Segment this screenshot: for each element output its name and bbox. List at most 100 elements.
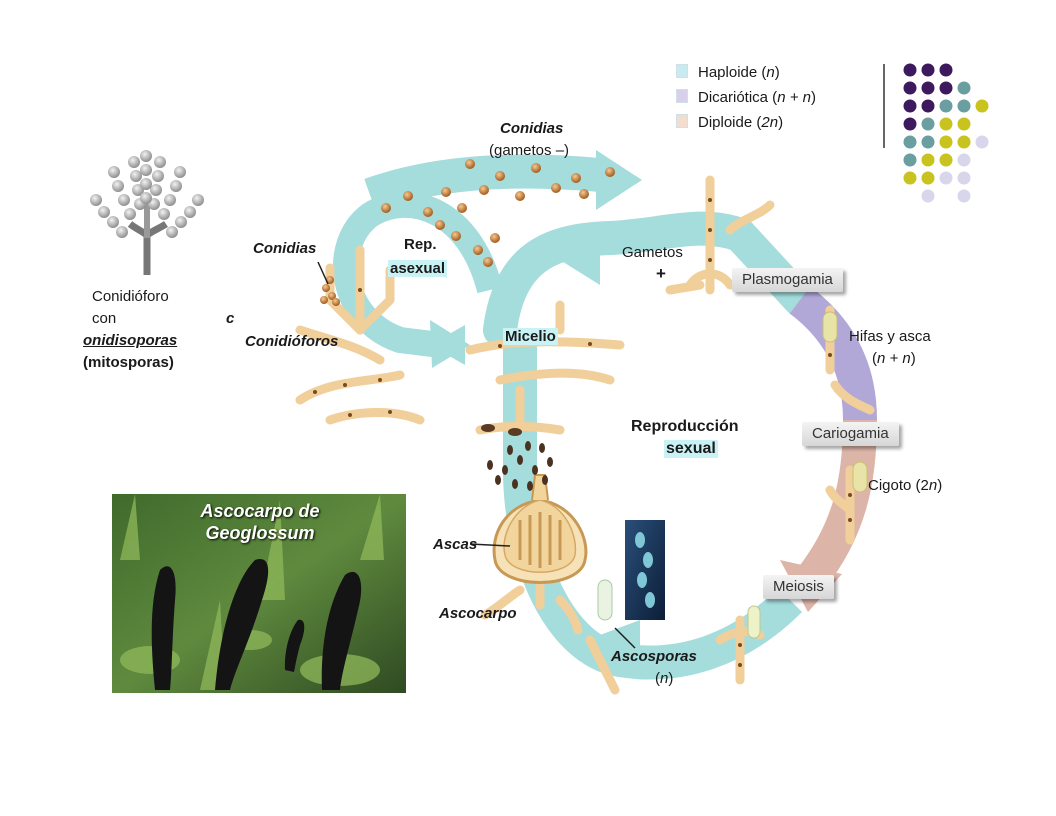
decorative-dot [903,99,917,113]
label-conidias-left: Conidias [253,240,317,257]
legend-diploid-var: 2n [761,114,779,131]
asexual-cycle-loop [333,150,642,368]
hifas-paren-open: ( [872,350,877,367]
ascosporas-paren-close: ) [668,670,674,687]
legend-diploid-text: Diploide ( [698,114,762,131]
stage-plasmogamia: Plasmogamia [732,268,843,292]
decorative-dot [903,81,917,95]
decorative-dot [975,135,989,149]
photo-title-line2: Geoglossum [205,523,315,543]
conidia-arrow-band [364,154,602,212]
decorative-dot [939,99,953,113]
cigoto-var: n [928,477,938,494]
label-cigoto: Cigoto (2n) [868,477,942,494]
decorative-dot [903,63,917,77]
label-conidioforos: Conidióforos [245,333,339,350]
stage-meiosis: Meiosis [763,575,834,599]
decorative-dot [939,81,953,95]
label-ascosporas: Ascosporas [611,648,697,665]
legend-haploid: Haploide (n) [676,64,780,81]
legend-diploid-swatch [676,114,688,128]
decorative-dot [939,117,953,131]
decorative-dot [939,63,953,77]
hifas-paren-close: ) [910,350,916,367]
micelio-left-arrowhead [430,325,465,365]
label-hifas-asca: Hifas y asca [849,328,931,345]
asexual-loop-arc [333,191,503,358]
label-conidioforo-3: onidisoporas [83,332,178,349]
decorative-dot [957,117,971,131]
legend-haploid-end: ) [774,64,780,81]
cigoto-text: Cigoto (2 [868,477,929,494]
legend-dikaryotic: Dicariótica (n + n) [676,89,816,106]
decorative-dot [921,63,935,77]
legend-haploid-swatch [676,64,688,78]
label-conidioforo-1: Conidióforo [92,288,169,305]
label-rep: Rep. [404,236,437,253]
legend-dikaryotic-text: Dicariótica ( [698,89,778,106]
legend-dikaryotic-end: ) [810,89,816,106]
label-gametos-menos: (gametos –) [489,142,570,159]
decorative-dot [939,171,953,185]
legend-diploid-end: ) [778,114,784,131]
pointer-lines [317,261,636,649]
label-gametos: Gametos [622,244,683,261]
legend-haploid-var: n [766,64,775,81]
label-ascas: Ascas [433,536,478,553]
decorative-dot [921,153,935,167]
haploid-up-arrowhead [560,240,600,285]
ascosporas-paren-open: ( [655,670,660,687]
ascus-micrograph [625,520,665,620]
ascosporas-var: n [660,670,669,687]
decorative-dot [957,99,971,113]
hifas-var: n + n [877,350,911,367]
legend-haploid-text: Haploide ( [698,64,767,81]
decorative-dot [957,153,971,167]
label-micelio: Micelio [503,328,558,345]
decorative-dot [921,99,935,113]
decorative-dot [975,99,989,113]
geoglossum-photo [112,494,406,693]
label-ascosporas-n: (n) [655,670,673,687]
flying-conidia [381,159,615,267]
decorative-dot [903,171,917,185]
decorative-dot [957,135,971,149]
label-conidioforo-c: c [226,310,235,327]
conidiophore-illustration [90,150,204,275]
haploid-bottom-arrowhead [600,620,640,675]
legend-diploid: Diploide (2n) [676,114,783,131]
label-ascocarpo: Ascocarpo [439,605,517,622]
decorative-dot [921,189,935,203]
legend-dikaryotic-swatch [676,89,688,103]
cigoto-end: ) [937,477,943,494]
decorative-dot [921,171,935,185]
decorative-dot-matrix [903,63,989,203]
label-asexual: asexual [388,260,448,277]
label-reproduccion: Reproducción [631,418,739,435]
photo-title: Ascocarpo de Geoglossum [150,500,370,544]
decorative-dot [957,171,971,185]
decorative-dot [939,153,953,167]
photo-title-line1: Ascocarpo de [200,501,320,521]
label-hifas-nn: (n + n) [872,350,916,367]
conidia-cluster [320,276,340,306]
asci-cells [597,311,868,639]
decorative-dot [957,189,971,203]
ejected-ascospores [481,424,553,491]
label-conidias-top: Conidias [500,120,564,137]
decorative-dot [903,135,917,149]
decorative-dot [921,81,935,95]
decorative-dot [921,135,935,149]
stage-cariogamia: Cariogamia [802,422,899,446]
label-plus: + [656,264,666,283]
label-sexual: sexual [664,440,718,458]
label-conidioforo-2: con [92,310,117,327]
decorative-dot [921,117,935,131]
legend-dikaryotic-var: n + n [777,89,811,106]
conidia-arrowhead [596,150,642,210]
label-conidioforo-4: (mitosporas) [83,354,174,371]
decorative-dot [957,81,971,95]
decorative-dot [903,117,917,131]
decorative-dot [939,135,953,149]
